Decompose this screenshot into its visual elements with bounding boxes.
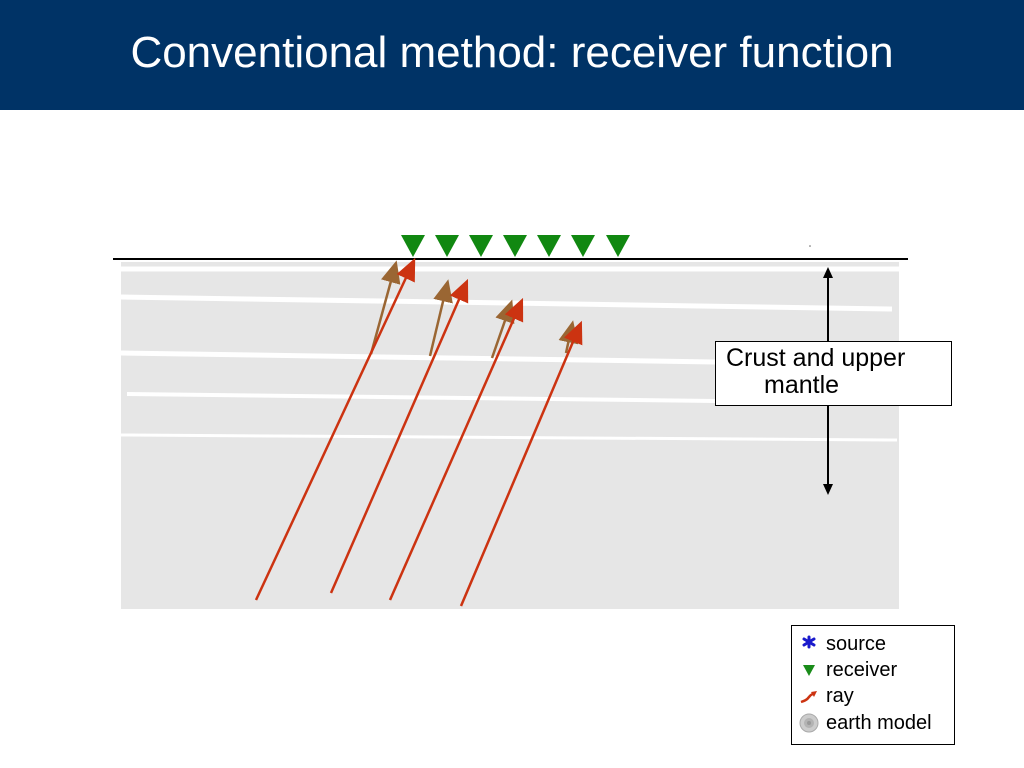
layer-boundary <box>120 350 716 365</box>
arrow-head-up-icon <box>823 267 833 278</box>
layer-boundary <box>126 392 716 403</box>
p-ray <box>459 320 583 607</box>
legend-label: ray <box>826 684 854 707</box>
inverted-triangle-icon <box>798 659 820 681</box>
legend-label: source <box>826 632 887 655</box>
receiver-triangle-icon <box>401 235 425 257</box>
p-ray <box>388 297 524 601</box>
converted-ray <box>369 260 401 355</box>
legend-label: receiver <box>826 658 898 681</box>
receiver-triangle-icon <box>469 235 493 257</box>
legend-label: earth model <box>826 711 932 734</box>
arrow-head-down-icon <box>823 484 833 495</box>
surface-marker-dot <box>809 245 811 247</box>
annotation-line-1: Crust and upper <box>726 344 906 372</box>
converted-ray <box>428 279 453 357</box>
receiver-triangle-icon <box>503 235 527 257</box>
asterisk-icon <box>798 633 820 655</box>
annotation-line-2: mantle <box>764 371 840 399</box>
globe-icon <box>798 712 820 734</box>
p-ray <box>329 278 469 594</box>
receiver-triangle-icon <box>435 235 459 257</box>
legend: source receiver ray earth model <box>791 625 955 745</box>
p-ray <box>254 257 416 601</box>
slide-title: Conventional method: receiver function <box>130 28 894 77</box>
legend-item-source: source <box>798 631 886 657</box>
curved-arrow-icon <box>798 685 820 707</box>
receiver-triangle-icon <box>606 235 630 257</box>
legend-item-ray: ray <box>798 683 854 709</box>
legend-item-earth-model: earth model <box>798 710 932 736</box>
layer-boundary <box>120 433 898 442</box>
legend-item-receiver: receiver <box>798 657 897 683</box>
title-bar: Conventional method: receiver function <box>0 0 1024 110</box>
receiver-triangle-icon <box>571 235 595 257</box>
receiver-triangle-icon <box>537 235 561 257</box>
annotation-box: Crust and upper mantle <box>715 341 952 406</box>
